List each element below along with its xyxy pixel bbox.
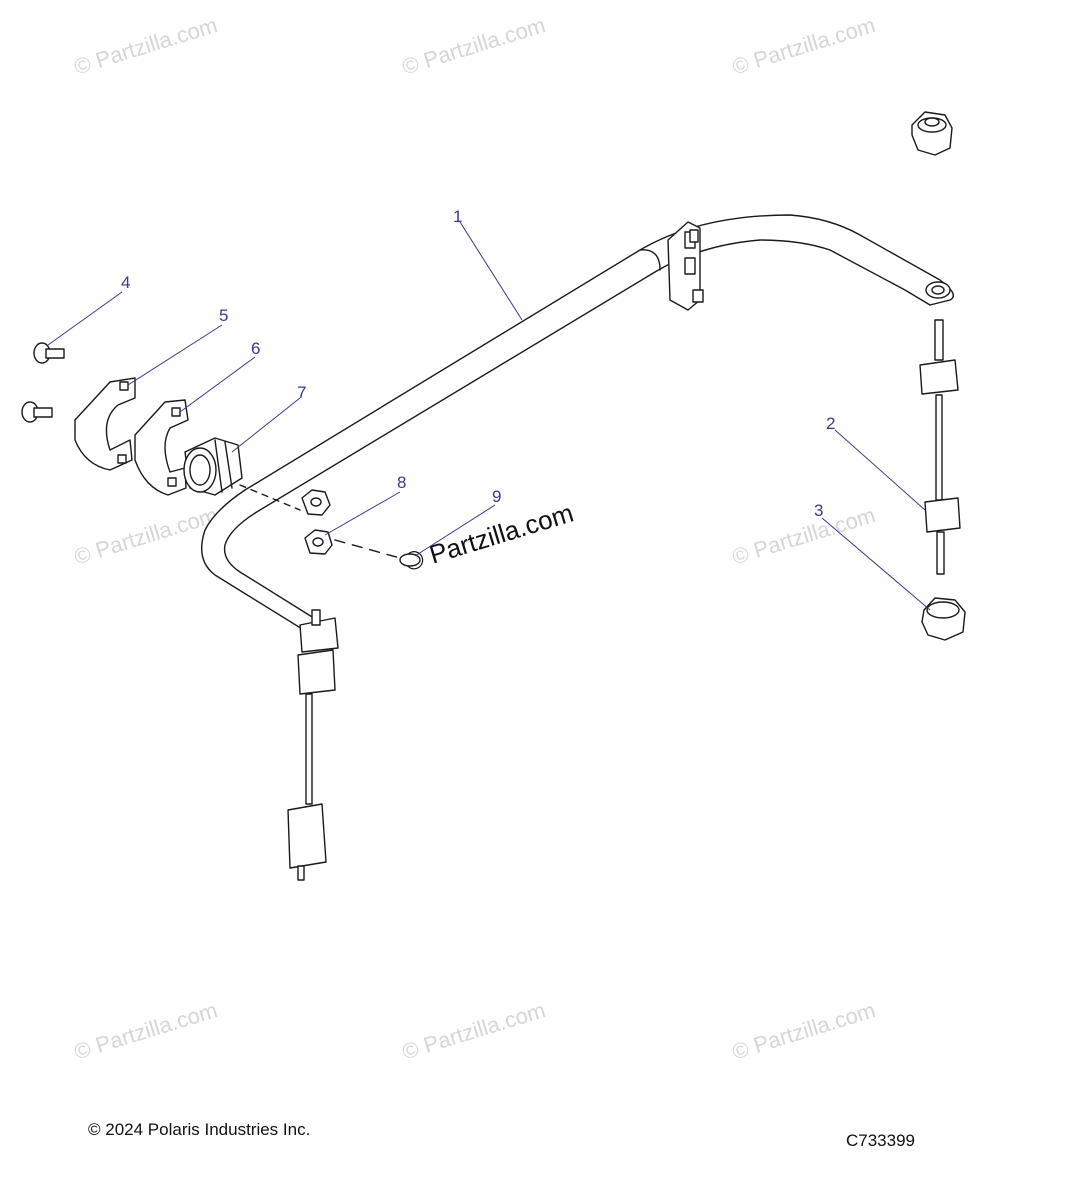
inner-clamp	[134, 399, 189, 496]
outer-clamp	[74, 377, 136, 471]
callout-1: 1	[453, 207, 463, 226]
bolt-lower	[21, 401, 53, 423]
callout-4: 4	[121, 273, 131, 292]
callout-3: 3	[814, 501, 824, 520]
nut-upper	[301, 489, 331, 516]
callout-5: 5	[219, 306, 229, 325]
nut-lower	[304, 529, 333, 555]
callout-2: 2	[826, 414, 836, 433]
copyright-notice: © 2024 Polaris Industries Inc.	[88, 1120, 311, 1139]
small-washer	[399, 553, 421, 567]
bolt-upper	[33, 342, 65, 364]
bar-bushing	[183, 437, 243, 496]
callout-9: 9	[492, 487, 502, 506]
top-right-bushing	[911, 111, 953, 156]
leader-lines	[47, 221, 931, 611]
stabilizer-bar	[201, 214, 954, 641]
left-end-link	[287, 609, 339, 881]
diagram-code: C733399	[846, 1131, 916, 1150]
right-bushing	[921, 597, 966, 641]
right-clamp-assembly	[667, 221, 704, 311]
callout-7: 7	[297, 383, 307, 402]
callout-6: 6	[251, 339, 261, 358]
right-end-link	[919, 319, 961, 575]
callout-8: 8	[397, 473, 407, 492]
